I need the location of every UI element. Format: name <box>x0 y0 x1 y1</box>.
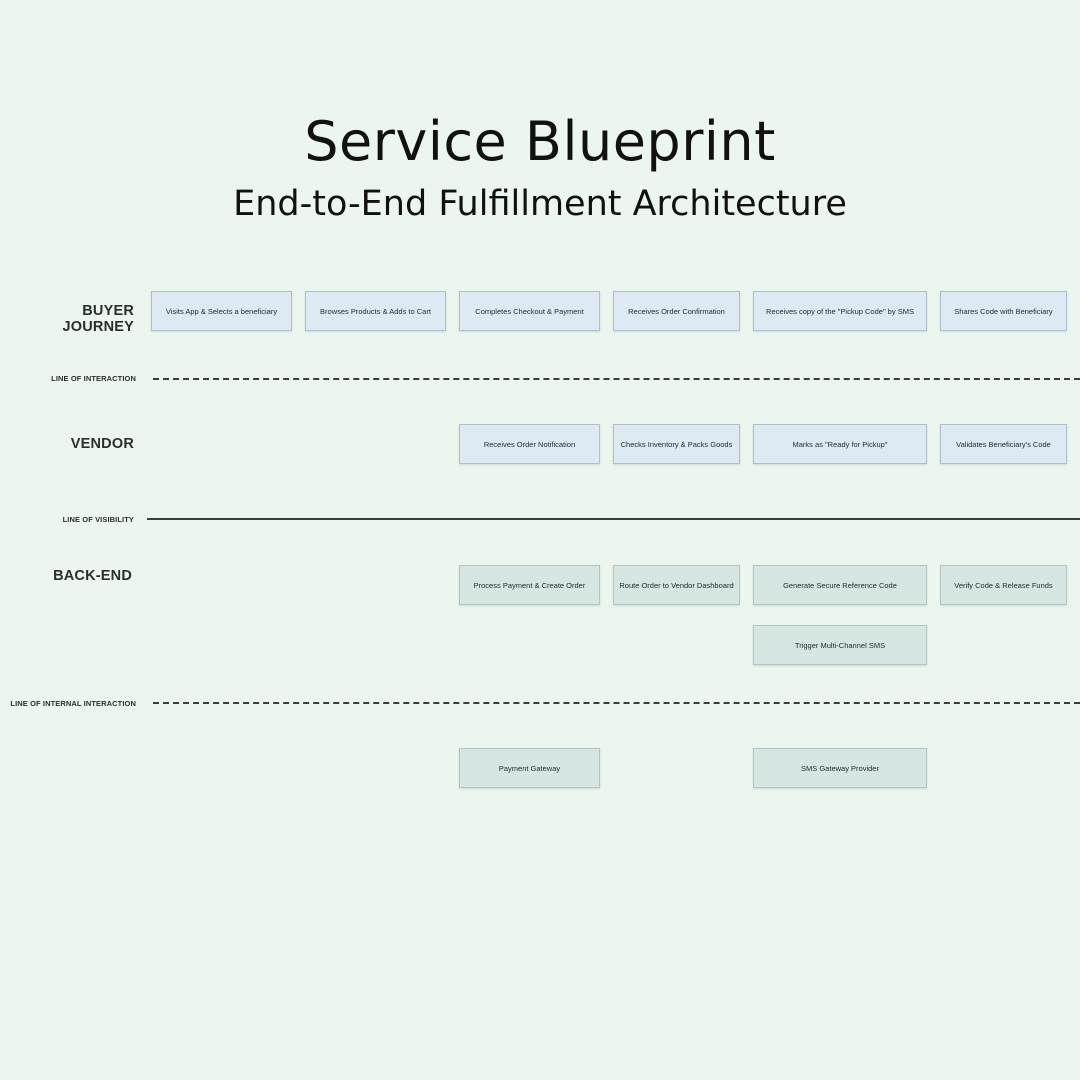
lane-label-back-end: BACK-END <box>53 568 132 584</box>
vendor-step-card: Checks Inventory & Packs Goods <box>613 424 740 464</box>
lane-label-vendor: VENDOR <box>70 436 134 452</box>
backend-step-card: Process Payment & Create Order <box>459 565 600 605</box>
lane-label-buyer-journey: BUYER JOURNEY <box>62 303 134 335</box>
vendor-step-card: Receives Order Notification <box>459 424 600 464</box>
line-of-visibility <box>147 518 1080 520</box>
buyer-step-card: Receives Order Confirmation <box>613 291 740 331</box>
buyer-step-card: Visits App & Selects a beneficiary <box>151 291 292 331</box>
line-of-interaction <box>153 378 1080 380</box>
buyer-step-card: Browses Products & Adds to Cart <box>305 291 446 331</box>
vendor-step-card: Marks as "Ready for Pickup" <box>753 424 927 464</box>
buyer-step-card: Completes Checkout & Payment <box>459 291 600 331</box>
backend-step-card: Generate Secure Reference Code <box>753 565 927 605</box>
support-system-card: SMS Gateway Provider <box>753 748 927 788</box>
line-of-internal-interaction <box>153 702 1080 704</box>
backend-step-card: Route Order to Vendor Dashboard <box>613 565 740 605</box>
backend-step-card: Verify Code & Release Funds <box>940 565 1067 605</box>
buyer-step-card: Shares Code with Beneficiary <box>940 291 1067 331</box>
line-of-interaction-label: LINE OF INTERACTION <box>51 374 136 383</box>
line-of-visibility-label: LINE OF VISIBILITY <box>62 515 134 524</box>
vendor-step-card: Validates Beneficiary's Code <box>940 424 1067 464</box>
line-of-internal-interaction-label: LINE OF INTERNAL INTERACTION <box>10 699 136 708</box>
support-system-card: Payment Gateway <box>459 748 600 788</box>
page-subtitle: End-to-End Fulfillment Architecture <box>233 184 847 224</box>
backend-step-card-sms: Trigger Multi-Channel SMS <box>753 625 927 665</box>
page-title: Service Blueprint <box>304 110 776 173</box>
buyer-step-card: Receives copy of the "Pickup Code" by SM… <box>753 291 927 331</box>
